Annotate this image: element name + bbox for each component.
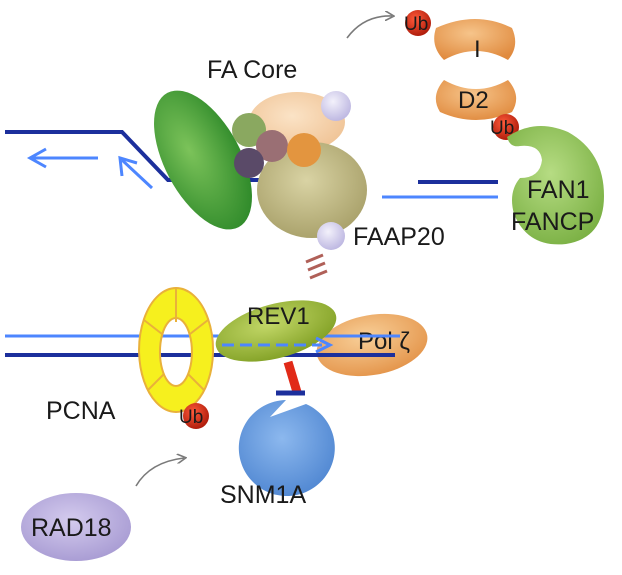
fa-core-orange-subunit	[287, 133, 321, 167]
ub-d2-label: Ub	[490, 118, 514, 139]
fa-core-mauve-subunit	[256, 130, 288, 162]
fanci-shape	[434, 19, 516, 60]
snm1a-label: SNM1A	[220, 481, 306, 509]
fancp-label: FANCP	[511, 208, 594, 236]
fancd2-label: D2	[458, 87, 489, 114]
fa-core-small-green-subunit	[232, 113, 266, 147]
ub-pcna-circle	[183, 403, 209, 429]
fancd2-shape	[435, 80, 517, 120]
ub-top-circle	[405, 10, 431, 36]
dna-diagonal-arrowhead	[118, 155, 138, 177]
pol-zeta-label: Pol ζ	[358, 328, 410, 355]
fa-core-green-subunit	[154, 90, 252, 230]
ubiquitination-arrow-top	[346, 16, 392, 39]
pcna-segment-4	[147, 373, 165, 391]
rad18-shape	[21, 493, 131, 561]
snm1a-shape	[238, 400, 335, 496]
pol-zeta-shape	[316, 313, 428, 377]
rev1-label: REV1	[247, 303, 310, 330]
pcna-segment-5	[187, 373, 205, 391]
ubiquitination-arrow-rad18	[135, 458, 184, 487]
fan1-fancp-shape	[507, 126, 604, 245]
fanci-label: I	[474, 36, 481, 63]
fan1-label: FAN1	[527, 176, 590, 204]
pcna-label: PCNA	[46, 397, 116, 425]
fa-core-label: FA Core	[207, 56, 297, 84]
pcna-segment-2	[143, 319, 163, 335]
faap20-label: FAAP20	[353, 223, 445, 251]
rev1-synthesis-arrowhead	[315, 336, 334, 354]
dna-diagonal-arrow	[120, 158, 154, 190]
fa-core-lavender-subunit	[321, 91, 351, 121]
dna-left-arrow	[26, 147, 47, 169]
crosslink-stem	[283, 360, 302, 394]
ub-pcna-label: Ub	[179, 407, 203, 428]
fa-core-olive-subunit	[257, 142, 367, 238]
faap20-subunit	[317, 222, 345, 250]
faap20-rev1-link-1	[305, 253, 324, 264]
fa-core-dark-subunit	[234, 148, 264, 178]
faap20-rev1-link-2	[307, 261, 326, 272]
rad18-label: RAD18	[31, 514, 112, 542]
ub-d2-circle	[493, 114, 519, 140]
faap20-rev1-link-3	[309, 269, 328, 280]
ub-top-label: Ub	[404, 14, 428, 35]
pcna-segment-3	[189, 319, 209, 335]
